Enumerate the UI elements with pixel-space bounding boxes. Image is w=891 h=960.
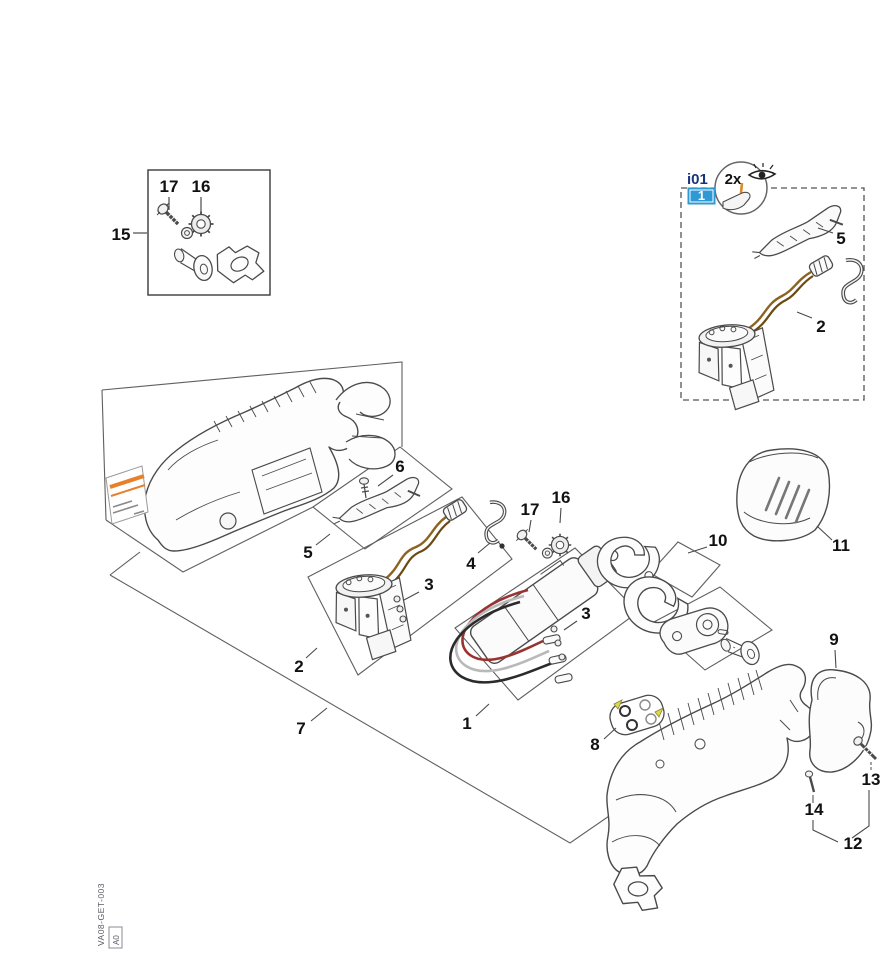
- callout-11[interactable]: 11: [832, 536, 850, 555]
- group-blades: 10: [596, 531, 764, 670]
- callout-7[interactable]: 7: [296, 719, 305, 738]
- callout-6[interactable]: 6: [395, 457, 404, 476]
- detail-box-15: 15 17 16: [112, 169, 271, 296]
- part-screws-3-left: [393, 595, 407, 623]
- wire-gray: [454, 594, 550, 673]
- callout-17-top[interactable]: 17: [160, 177, 179, 196]
- info-code: i01: [687, 171, 708, 188]
- mini-lever-sketch: [722, 191, 751, 211]
- part-gear-16: [180, 210, 215, 240]
- callout-4[interactable]: 4: [466, 554, 476, 573]
- part-housing-right: [606, 663, 817, 877]
- group-fastener-mid: 17 16: [513, 488, 573, 559]
- wire-brown-inset: [745, 270, 812, 332]
- product-label-sticker: [105, 465, 149, 525]
- callout-13[interactable]: 13: [862, 770, 881, 789]
- part-screw-17-mid: [513, 526, 538, 551]
- group-right-cover: 9 13 14 12: [805, 630, 881, 853]
- part-screws-3-right: [550, 625, 566, 661]
- part-pin-rivet-2: [718, 634, 764, 670]
- drawing-revision: A0: [112, 935, 121, 945]
- part-cover-9: [808, 669, 873, 773]
- watermark: VA08-GET-003 A0: [96, 883, 123, 949]
- part-screw-13: [853, 736, 878, 761]
- info-badge-number: 1: [698, 188, 705, 203]
- wire-black: [449, 600, 556, 684]
- eye-icon: [747, 163, 777, 180]
- part-switch-inset: [694, 320, 776, 414]
- part-gasket-top: [212, 240, 266, 288]
- group-trigger-lever: 6 5: [303, 457, 424, 562]
- inset-box-i01: 5 2 2x i01 1: [680, 161, 865, 414]
- part-clip-inset: [838, 257, 865, 306]
- bracket-12-lines: [812, 790, 870, 843]
- callout-3-right[interactable]: 3: [581, 604, 590, 623]
- grease-mark: [739, 182, 744, 194]
- part-screw-6: [358, 477, 370, 499]
- quantity-note: 2x: [725, 171, 742, 188]
- part-gear-16-mid: [541, 532, 573, 559]
- callout-17-mid[interactable]: 17: [521, 500, 540, 519]
- part-screw-17: [154, 200, 180, 226]
- callout-2-inset[interactable]: 2: [816, 317, 825, 336]
- part-knob: [219, 512, 237, 530]
- callout-5-inset[interactable]: 5: [836, 229, 845, 248]
- callout-16-mid[interactable]: 16: [552, 488, 571, 507]
- callout-3-left[interactable]: 3: [424, 575, 433, 594]
- callout-15[interactable]: 15: [112, 225, 131, 244]
- wire-brown: [383, 516, 447, 581]
- callout-9[interactable]: 9: [829, 630, 838, 649]
- callout-1[interactable]: 1: [462, 714, 471, 733]
- part-button-pad-8: 8: [590, 694, 665, 754]
- callout-14[interactable]: 14: [805, 800, 824, 819]
- info-badge-button[interactable]: 1: [687, 187, 716, 205]
- part-housing-left: [105, 377, 396, 552]
- part-cover-11: 11: [736, 448, 850, 555]
- wire-red: [461, 588, 544, 662]
- part-cam-plate: [659, 607, 729, 655]
- callout-16-top[interactable]: 16: [192, 177, 211, 196]
- callout-5[interactable]: 5: [303, 543, 312, 562]
- part-lever-5-inset: [745, 203, 848, 260]
- callout-10[interactable]: 10: [709, 531, 728, 550]
- highlight-mark: [613, 699, 623, 710]
- part-screw-14: [804, 770, 816, 793]
- callout-8[interactable]: 8: [590, 735, 599, 754]
- part-lever-5: [328, 475, 424, 525]
- group-switch-harness: 4 3 2: [294, 497, 508, 676]
- callout-2[interactable]: 2: [294, 657, 303, 676]
- part-connector-inset: [807, 253, 835, 279]
- drawing-code: VA08-GET-003: [96, 883, 106, 946]
- callout-12[interactable]: 12: [844, 834, 863, 853]
- highlight-mark: [654, 707, 664, 718]
- part-pin-rivet: [169, 246, 218, 285]
